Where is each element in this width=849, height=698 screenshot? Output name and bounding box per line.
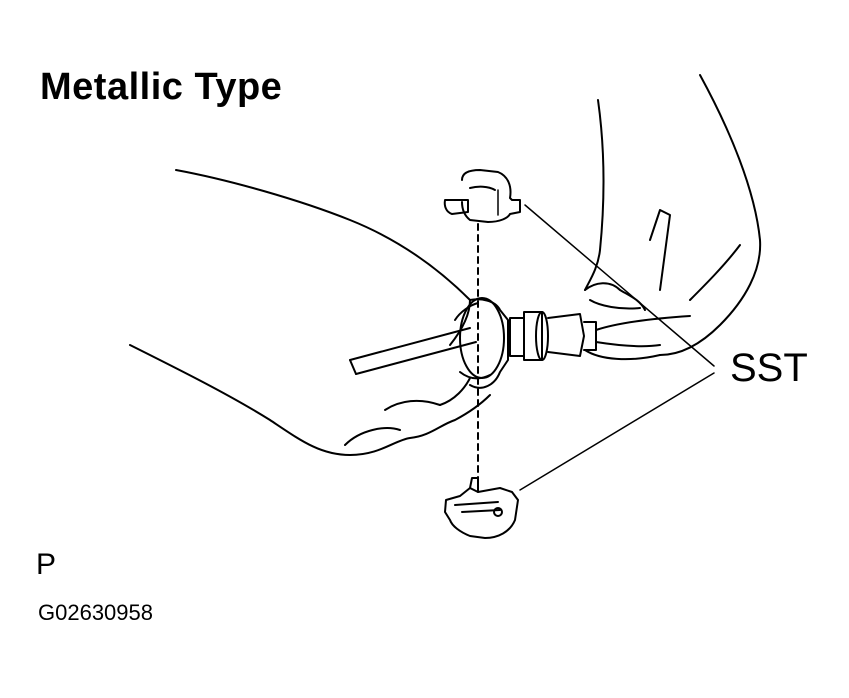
sst-label: SST xyxy=(730,346,808,390)
sensor-body xyxy=(454,297,597,389)
leader-line-lower xyxy=(519,372,715,491)
diagram-title: Metallic Type xyxy=(40,66,283,108)
right-hand xyxy=(584,74,762,361)
view-letter: P xyxy=(36,548,57,581)
figure-code: G02630958 xyxy=(38,600,153,625)
left-hand xyxy=(129,169,491,456)
sst-upper-piece xyxy=(443,169,521,223)
sst-lower-piece xyxy=(444,477,519,539)
screwdriver xyxy=(349,327,477,375)
leader-line-upper xyxy=(524,204,715,367)
